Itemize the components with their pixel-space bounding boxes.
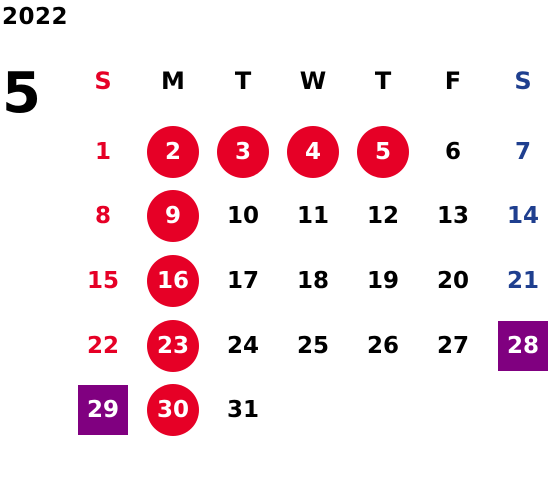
day-cell[interactable]: 1: [94, 139, 111, 165]
day-cell[interactable]: 10: [226, 203, 259, 229]
day-cell[interactable]: 17: [226, 268, 259, 294]
day-cell[interactable]: 13: [436, 203, 469, 229]
day-cell[interactable]: 6: [444, 139, 461, 165]
day-cell[interactable]: 28: [493, 320, 548, 372]
day-cell[interactable]: 5: [353, 126, 413, 178]
day-cell[interactable]: 9: [143, 190, 203, 242]
day-cell[interactable]: 16: [143, 255, 203, 307]
day-cell[interactable]: 15: [86, 268, 119, 294]
day-cell[interactable]: 27: [436, 333, 469, 359]
day-cell[interactable]: 25: [296, 333, 329, 359]
calendar-year: 2022: [2, 4, 69, 30]
day-cell[interactable]: 7: [514, 139, 531, 165]
weekday-header: T: [374, 67, 392, 95]
day-cell[interactable]: 24: [226, 333, 259, 359]
day-cell[interactable]: 19: [366, 268, 399, 294]
day-cell[interactable]: 29: [73, 384, 133, 436]
day-cell[interactable]: 8: [94, 203, 111, 229]
day-cell[interactable]: 23: [143, 320, 203, 372]
weekday-header: M: [161, 67, 185, 95]
day-cell[interactable]: 14: [506, 203, 539, 229]
day-cell[interactable]: 20: [436, 268, 469, 294]
day-cell[interactable]: 4: [283, 126, 343, 178]
day-cell[interactable]: 22: [86, 333, 119, 359]
day-cell[interactable]: 12: [366, 203, 399, 229]
day-cell[interactable]: 2: [143, 126, 203, 178]
calendar-month: 5: [2, 61, 41, 126]
day-cell[interactable]: 11: [296, 203, 329, 229]
weekday-header: F: [444, 67, 462, 95]
weekday-header: S: [514, 67, 532, 95]
day-cell[interactable]: 30: [143, 384, 203, 436]
weekday-header: S: [94, 67, 112, 95]
weekday-header: W: [299, 67, 327, 95]
day-cell[interactable]: 21: [506, 268, 539, 294]
day-cell[interactable]: 31: [226, 397, 259, 423]
day-cell[interactable]: 26: [366, 333, 399, 359]
day-cell[interactable]: 3: [213, 126, 273, 178]
weekday-header: T: [234, 67, 252, 95]
day-cell[interactable]: 18: [296, 268, 329, 294]
